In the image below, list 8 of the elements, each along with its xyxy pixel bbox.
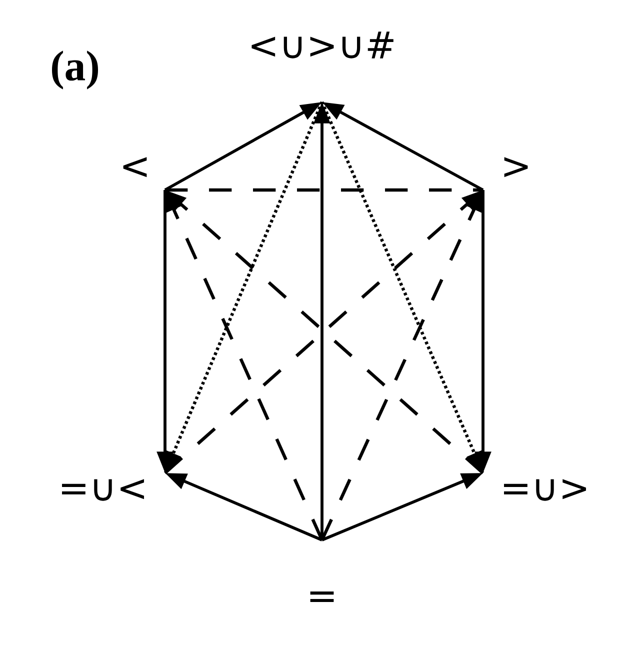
panel-label: (a) <box>52 50 98 90</box>
node-label: < <box>123 157 147 178</box>
node-label: =∪> <box>504 479 586 501</box>
node-label: <∪>∪# <box>252 32 394 58</box>
node-label: =∪< <box>62 479 144 501</box>
node-label: > <box>504 157 528 178</box>
node-label: = <box>310 592 334 602</box>
dashed-line <box>165 188 483 192</box>
